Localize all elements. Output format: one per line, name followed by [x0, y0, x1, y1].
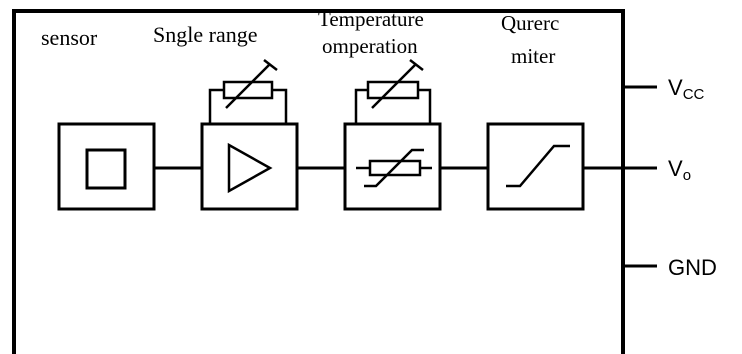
sensor-block — [57, 122, 156, 211]
limiter-curve-icon — [506, 144, 570, 188]
variable-resistor-icon — [222, 59, 278, 109]
gnd-pin-label: GND — [668, 255, 717, 280]
sensor-label: sensor — [41, 25, 98, 50]
limiter-block — [486, 122, 585, 211]
temperature-label-line1: Temperature — [318, 7, 424, 31]
variable-resistor-icon — [366, 59, 424, 109]
limiter-label-line2: miter — [511, 44, 555, 68]
vo-pin-label: Vo — [668, 156, 691, 184]
limiter-label-line1: Qurerc — [501, 11, 559, 35]
sensor-square-icon — [85, 148, 127, 190]
feedback-loop — [208, 88, 224, 124]
thermistor-icon — [356, 148, 432, 188]
vcc-pin-label: VCC — [668, 75, 705, 103]
amplifier-label: Sngle range — [153, 22, 257, 47]
housing-outline — [12, 9, 625, 354]
temperature-block — [343, 59, 442, 211]
amplifier-triangle-icon — [227, 142, 273, 194]
amplifier-block — [200, 59, 299, 211]
feedback-loop — [354, 88, 368, 124]
temperature-label-line2: omperation — [322, 34, 418, 58]
